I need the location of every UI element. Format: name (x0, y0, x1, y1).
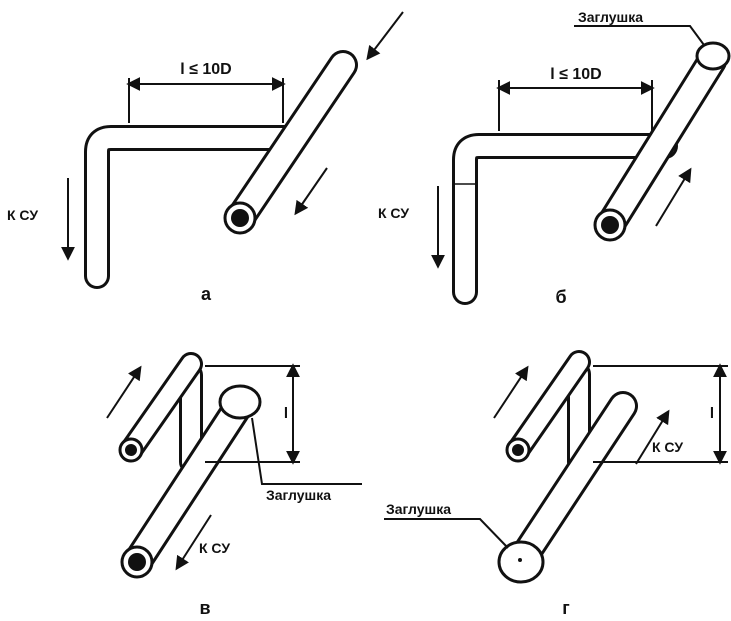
panel-caption: г (562, 598, 570, 618)
main-pipe (120, 384, 262, 579)
dimension-line (593, 363, 728, 465)
dimension-label: l (284, 405, 288, 422)
dimension-line (205, 363, 300, 465)
plug-cap (218, 384, 262, 420)
panel-a: l ≤ 10D К СУ а (7, 11, 404, 304)
plug-label: Заглушка (266, 487, 331, 503)
plug-cap (497, 540, 545, 584)
short-pipe (118, 352, 203, 463)
flow-label: К СУ (199, 540, 230, 556)
dimension-line (126, 77, 286, 123)
panel-caption: б (555, 287, 566, 307)
plug-leader (574, 25, 705, 46)
dimension-label: l (710, 405, 714, 422)
flow-arrow (294, 167, 328, 216)
short-pipe (505, 350, 591, 463)
plug-label: Заглушка (386, 501, 451, 517)
panel-b: l ≤ 10D Заглушка К СУ б (378, 9, 731, 307)
panel-g: l Заглушка К СУ г (384, 350, 728, 618)
outflow-arrow (635, 409, 670, 465)
flow-label: К СУ (7, 207, 38, 223)
panel-caption: а (201, 284, 212, 304)
main-pipe (593, 41, 731, 242)
branch-pipe (452, 133, 678, 305)
main-pipe (497, 391, 638, 584)
branch-pipe (84, 125, 305, 289)
dimension-label: l ≤ 10D (550, 66, 601, 83)
plug-leader (384, 518, 509, 549)
flow-arrow (493, 365, 529, 419)
panel-v: l Заглушка К СУ в (106, 352, 362, 618)
dimension-line (496, 80, 655, 131)
dimension-label: l ≤ 10D (180, 61, 231, 78)
flow-label: К СУ (652, 439, 683, 455)
flow-arrow (106, 365, 142, 419)
inflow-arrow (366, 11, 404, 61)
main-pipe (223, 50, 358, 235)
plug-cap (695, 41, 731, 71)
plug-leader (251, 417, 362, 485)
flow-arrow (655, 167, 692, 227)
outflow-arrow (175, 514, 212, 571)
plug-label: Заглушка (578, 9, 643, 25)
flow-label: К СУ (378, 205, 409, 221)
panel-caption: в (199, 598, 210, 618)
